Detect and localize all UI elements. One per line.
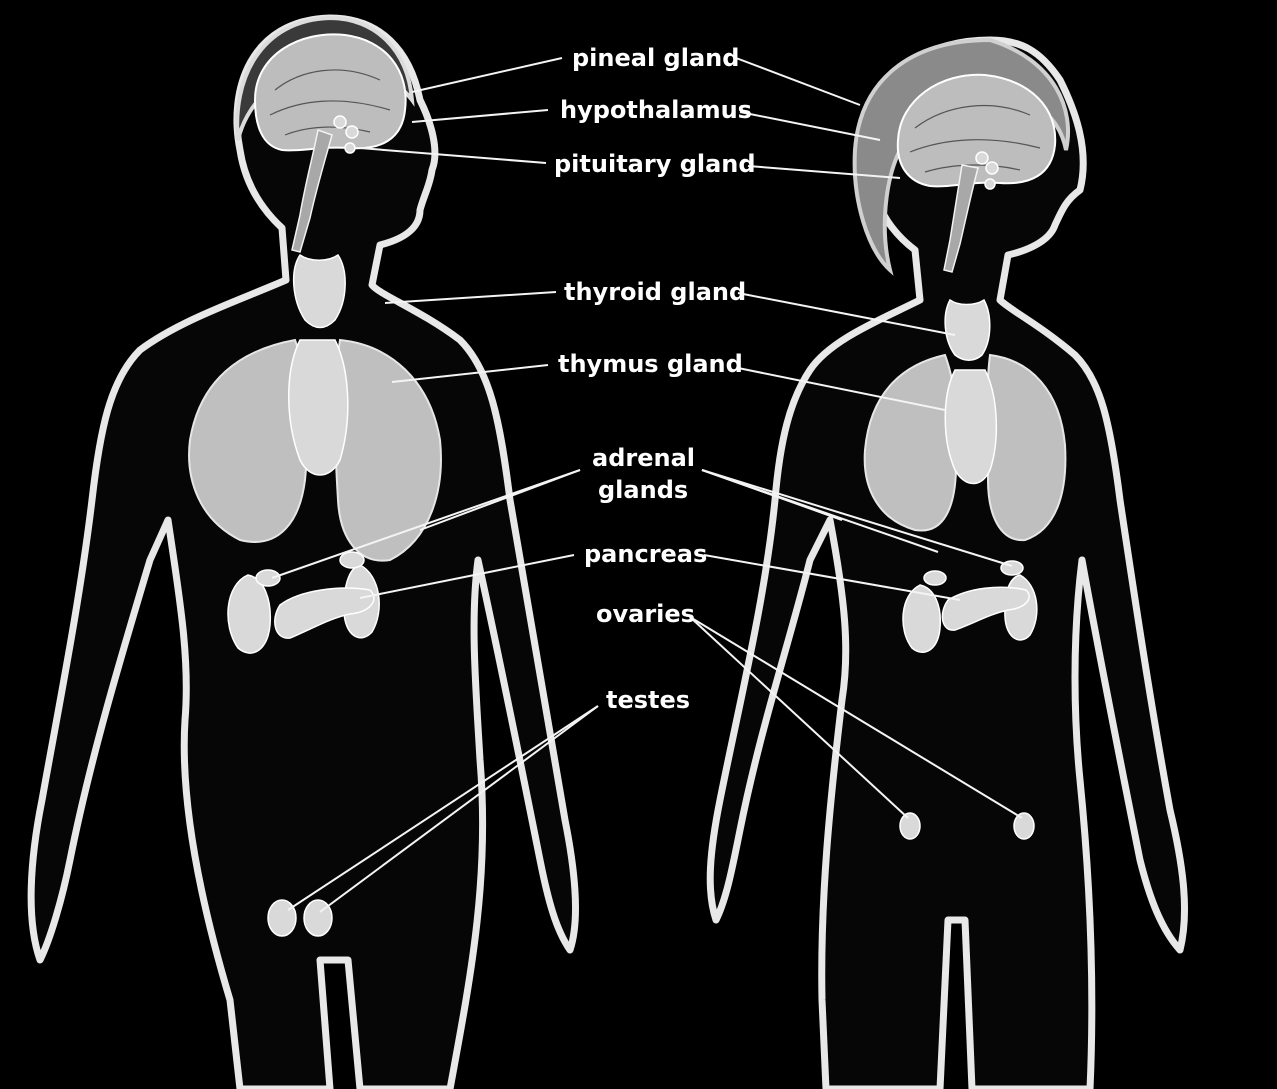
female-thymus bbox=[945, 370, 996, 484]
label-pineal-gland: pineal gland bbox=[572, 44, 739, 72]
male-left-testis bbox=[268, 900, 296, 936]
female-pineal bbox=[976, 152, 988, 164]
female-thyroid bbox=[945, 300, 990, 360]
label-hypothalamus: hypothalamus bbox=[560, 96, 752, 124]
label-ovaries: ovaries bbox=[596, 600, 695, 628]
male-brain bbox=[255, 34, 406, 150]
male-left-adrenal bbox=[256, 570, 280, 586]
label-glands: glands bbox=[598, 476, 688, 504]
male-pituitary bbox=[345, 143, 355, 153]
male-right-adrenal bbox=[340, 552, 364, 568]
label-pancreas: pancreas bbox=[584, 540, 707, 568]
label-thymus-gland: thymus gland bbox=[558, 350, 743, 378]
female-left-ovary bbox=[900, 813, 920, 839]
female-pituitary bbox=[985, 179, 995, 189]
male-thymus bbox=[289, 340, 348, 475]
label-thyroid-gland: thyroid gland bbox=[564, 278, 746, 306]
label-adrenal: adrenal bbox=[592, 444, 695, 472]
female-left-adrenal bbox=[924, 571, 946, 585]
male-hypothalamus bbox=[346, 126, 358, 138]
label-pituitary-gland: pituitary gland bbox=[554, 150, 756, 178]
label-testes: testes bbox=[606, 686, 690, 714]
female-right-ovary bbox=[1014, 813, 1034, 839]
female-hypothalamus bbox=[986, 162, 998, 174]
male-pineal bbox=[334, 116, 346, 128]
male-left-kidney bbox=[228, 575, 270, 653]
